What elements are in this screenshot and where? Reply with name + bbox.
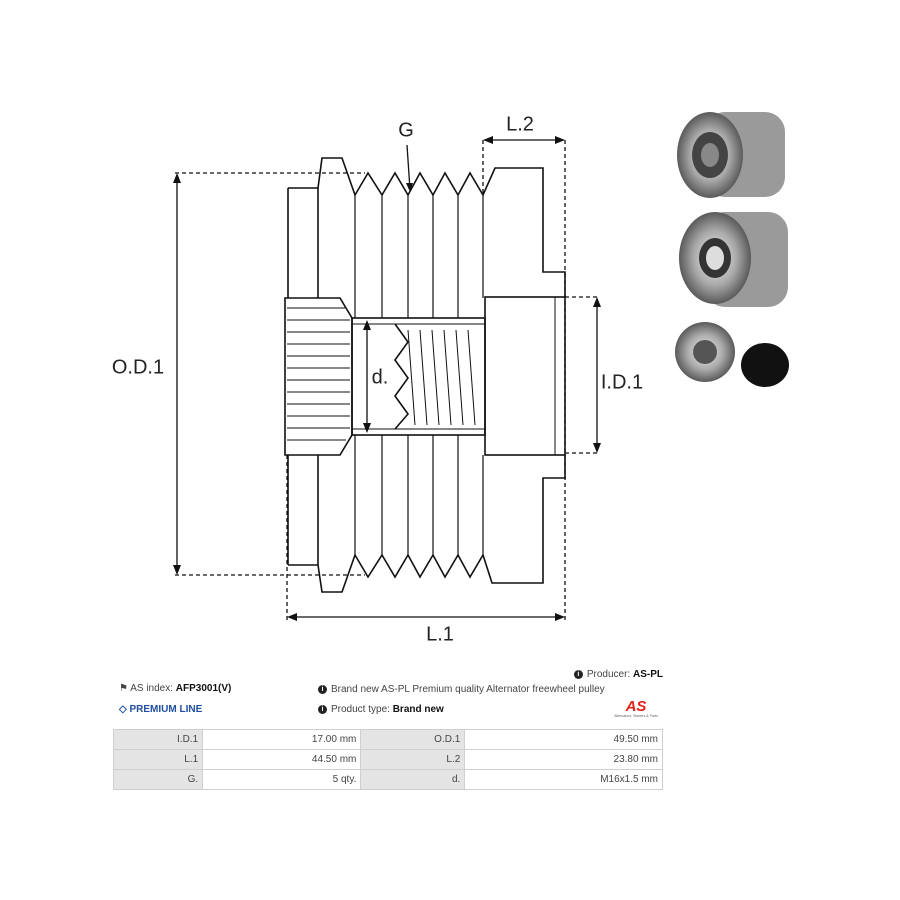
dim-g-label: G — [398, 119, 414, 142]
photo-pulley-front — [677, 112, 785, 198]
photo-clutch — [675, 322, 735, 382]
as-index-value: AFP3001(V) — [175, 683, 232, 694]
photo-pulley-back — [679, 212, 788, 307]
tag-icon: ⚑ — [119, 683, 128, 694]
as-logo: AS Alternators, Starters & Parts — [614, 698, 658, 718]
dim-l1-label: L.1 — [426, 623, 454, 646]
info-icon: i — [318, 704, 327, 714]
pulley-diagram — [173, 136, 601, 621]
dim-d-label: d. — [371, 366, 389, 389]
as-index: ⚑ AS index: AFP3001(V) — [119, 683, 232, 694]
table-row: G.5 qty.d.M16x1.5 mm — [112, 769, 663, 790]
dim-id1-label: I.D.1 — [600, 371, 644, 394]
photo-cap — [741, 343, 789, 387]
dim-l2-label: L.2 — [506, 113, 534, 136]
dim-od1-label: O.D.1 — [111, 356, 165, 379]
info-icon: i — [318, 684, 327, 694]
premium-line[interactable]: ◇ PREMIUM LINE — [119, 704, 203, 715]
product-photos — [675, 112, 789, 387]
diamond-icon: ◇ — [119, 704, 127, 715]
info-icon: i — [573, 669, 583, 679]
